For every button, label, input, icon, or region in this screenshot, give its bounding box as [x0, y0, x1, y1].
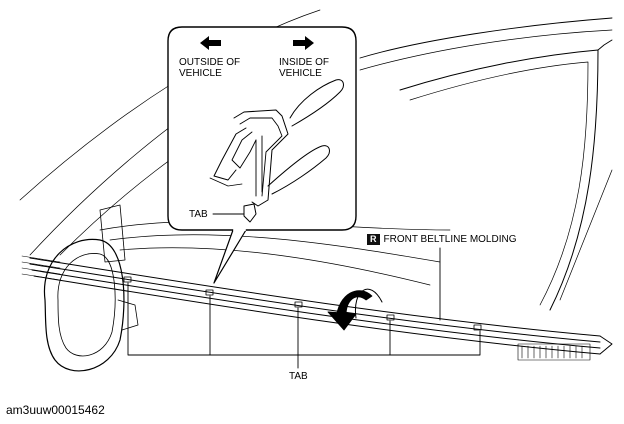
- tab-callout-label: TAB: [189, 209, 208, 220]
- molding-end: [599, 335, 613, 355]
- outside-arrow-icon: [200, 36, 221, 50]
- inset-pointer: [213, 229, 247, 284]
- side-mirror-inner: [57, 253, 116, 357]
- tab-mark-3: [294, 301, 303, 308]
- inside-vehicle-line2: VEHICLE: [279, 68, 322, 79]
- dash-line-1: [109, 234, 441, 263]
- tab-mark-5: [473, 324, 482, 331]
- door-edge: [559, 169, 613, 301]
- clip-arm-upper: [289, 79, 344, 127]
- tab-mark-1: [123, 276, 132, 283]
- inside-vehicle-line1: INSIDE OF: [279, 57, 330, 68]
- molding-rail-4: [33, 275, 601, 355]
- inside-vehicle-label: INSIDE OF VEHICLE: [279, 57, 329, 79]
- clip-hook-2: [231, 131, 257, 169]
- a-pillar-block: [99, 204, 126, 263]
- roof-edge-2: [359, 29, 613, 71]
- tab-bottom-label: TAB: [289, 371, 308, 382]
- hatch-left: [21, 255, 61, 281]
- figure-code: am3uuw00015462: [6, 403, 105, 417]
- clip-hook: [213, 127, 247, 181]
- side-window: [399, 49, 599, 311]
- molding-rail-2: [29, 263, 601, 343]
- clip-arm-lower: [267, 145, 330, 195]
- molding-rail-3: [31, 269, 601, 349]
- clip-body-inner: [239, 117, 283, 197]
- outside-vehicle-line2: VEHICLE: [179, 68, 222, 79]
- mirror-stem: [117, 299, 139, 331]
- r-badge: R: [367, 234, 380, 245]
- rotation-arrow-head: [327, 311, 357, 331]
- rear-pillar: [597, 39, 613, 51]
- tab-bracket: [127, 282, 481, 356]
- tab-mark-2: [205, 289, 214, 296]
- inset-box: [167, 26, 357, 231]
- inside-arrow-icon: [293, 36, 314, 50]
- hatch-right: [517, 343, 591, 361]
- outside-vehicle-line1: OUTSIDE OF: [179, 57, 241, 68]
- molding-rail-1: [29, 257, 601, 337]
- tab-mark-4: [386, 314, 395, 321]
- outside-vehicle-label: OUTSIDE OF VEHICLE: [179, 57, 240, 79]
- clip-body-outer: [233, 109, 289, 207]
- rotation-arrow-body: [335, 290, 373, 321]
- clip-leg: [255, 135, 263, 197]
- dash-line-2: [119, 247, 431, 286]
- roof-edge: [359, 17, 613, 59]
- molding-label-text: FRONT BELTLINE MOLDING: [383, 234, 517, 245]
- side-mirror: [43, 238, 125, 372]
- clip-base: [209, 177, 243, 187]
- side-window-inner: [409, 61, 589, 306]
